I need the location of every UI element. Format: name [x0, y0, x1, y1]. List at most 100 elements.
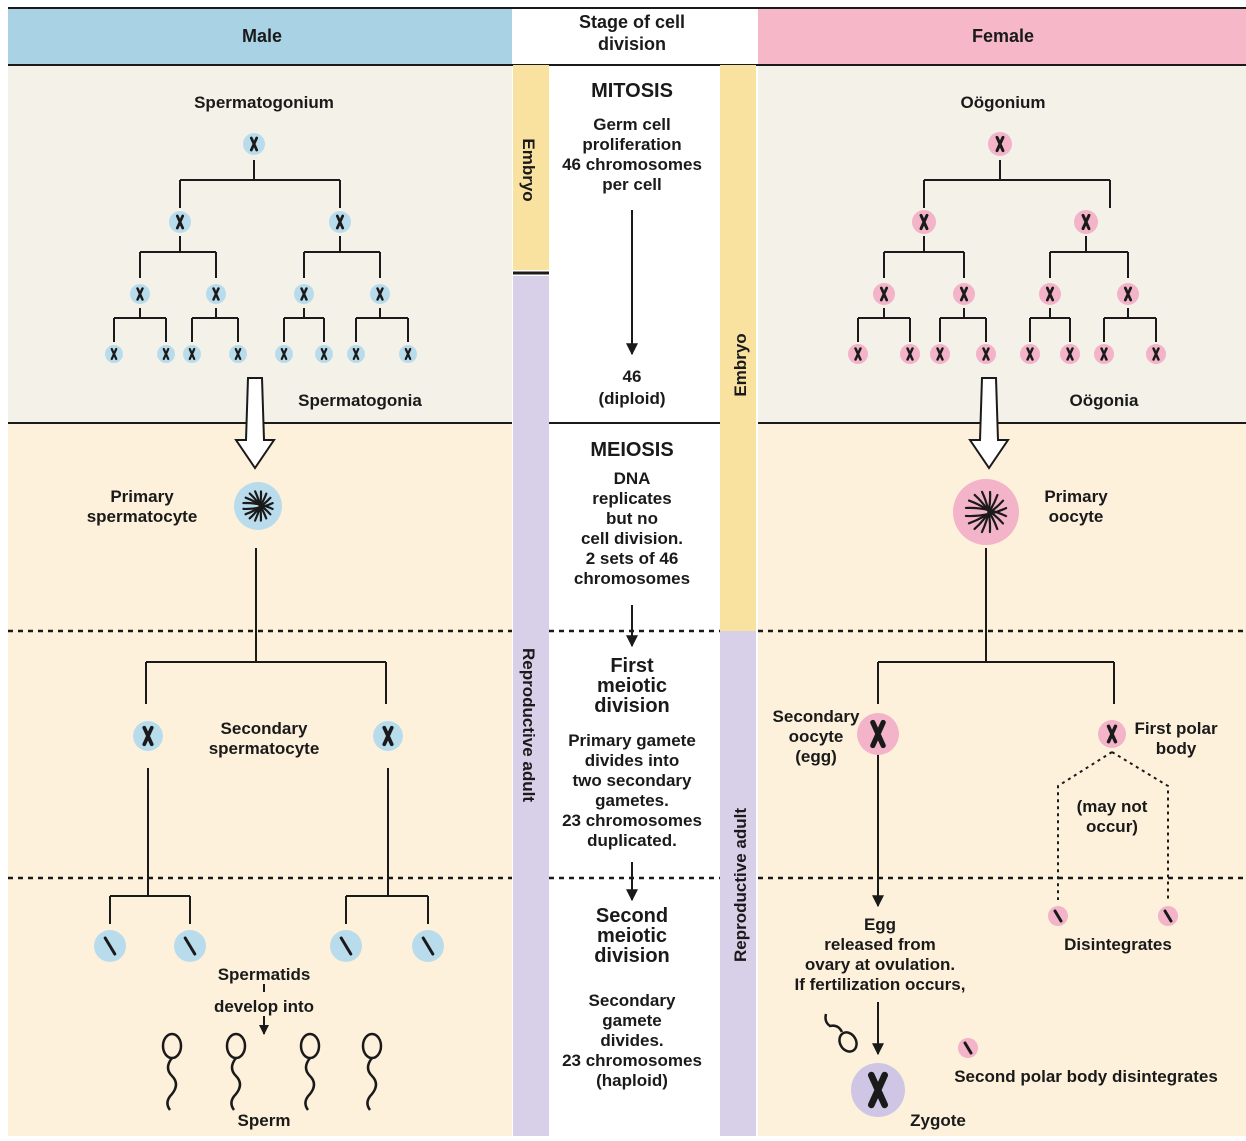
sperm-label: Sperm	[238, 1111, 291, 1130]
primary-oocyte-label-1: Primary	[1044, 487, 1108, 506]
first-div-title-2: meiotic	[597, 675, 667, 697]
repro-band-right	[720, 631, 756, 1136]
chromosome-icon	[959, 286, 969, 302]
sperm-tail-icon	[230, 1057, 242, 1111]
male-lineage	[109, 160, 429, 1035]
meiosis-text-4: cell division.	[581, 529, 683, 548]
spermatogonium-label: Spermatogonium	[194, 93, 334, 112]
spermatids-label: Spermatids	[218, 965, 311, 984]
chromosome-icon	[1163, 909, 1173, 923]
female-header	[758, 8, 1246, 65]
chromosome-icon	[242, 502, 274, 511]
second-div-text-1: Secondary	[589, 991, 676, 1010]
chromosome-icon	[1106, 724, 1118, 744]
embryo-band-left	[513, 65, 549, 270]
chromosome-icon	[1026, 347, 1034, 361]
egg-text-4: If fertilization occurs,	[795, 975, 966, 994]
chromosome-icon	[870, 719, 886, 749]
embryo-label-left: Embryo	[519, 138, 538, 201]
chromosome-icon	[1100, 347, 1108, 361]
embryo-label-right: Embryo	[731, 333, 750, 396]
may-not-occur-label-1: (may not	[1077, 797, 1148, 816]
mitosis-title: MITOSIS	[591, 80, 673, 102]
first-div-text-4: gametes.	[595, 791, 669, 810]
stage-header	[512, 8, 758, 65]
second-div-text-4: 23 chromosomes	[562, 1051, 702, 1070]
primary-spermatocyte-label-1: Primary	[110, 487, 174, 506]
chromosome-icon	[995, 135, 1005, 153]
zygote-label: Zygote	[910, 1111, 966, 1130]
mitosis-text-4: per cell	[602, 175, 662, 194]
first-div-text-2: divides into	[585, 751, 679, 770]
male-header	[8, 8, 512, 65]
meiosis-text-5: 2 sets of 46	[586, 549, 679, 568]
center-column	[512, 65, 758, 1136]
spermatogonia-label: Spermatogonia	[298, 391, 422, 410]
first-div-text-3: two secondary	[572, 771, 692, 790]
male-header-label: Male	[242, 26, 282, 46]
chromosome-icon	[183, 936, 197, 956]
secondary-oocyte-label-3: (egg)	[795, 747, 837, 766]
develop-into-label: develop into	[214, 997, 314, 1016]
chromosome-icon	[320, 347, 328, 361]
stage-header-line1: Stage of cell	[579, 12, 685, 32]
primary-oocyte-cell	[953, 479, 1019, 545]
sperm-tail-icon	[824, 1013, 844, 1033]
sperm-head-icon	[838, 1031, 858, 1053]
repro-label-right: Reproductive adult	[731, 808, 750, 962]
disintegrates-label: Disintegrates	[1064, 935, 1172, 954]
first-div-title-1: First	[610, 655, 654, 677]
mitosis-text-3: 46 chromosomes	[562, 155, 702, 174]
female-lineage	[857, 160, 1169, 1056]
second-div-title-3: division	[594, 945, 670, 967]
second-div-title-2: meiotic	[597, 925, 667, 947]
chromosome-icon	[175, 214, 185, 230]
sperm-tail-icon	[366, 1057, 378, 1111]
secondary-oocyte-label-1: Secondary	[773, 707, 860, 726]
secondary-oocyte-label-2: oocyte	[789, 727, 844, 746]
chromosome-icon	[162, 347, 170, 361]
chromosome-icon	[110, 347, 118, 361]
first-polar-body-label-1: First polar	[1134, 719, 1218, 738]
second-div-text-3: divides.	[600, 1031, 663, 1050]
primary-spermatocyte-cell	[234, 482, 282, 530]
secondary-spermatocyte-label-2: spermatocyte	[209, 739, 320, 758]
diploid-count: 46	[623, 367, 642, 386]
may-not-occur-backdrop	[1064, 794, 1160, 838]
egg-text-2: released from	[824, 935, 936, 954]
chromosome-icon	[963, 1041, 973, 1055]
second-polar-body-label: Second polar body disintegrates	[954, 1067, 1218, 1086]
embryo-band-right	[720, 65, 756, 631]
chromosome-icon	[919, 213, 929, 231]
sperm-tail-icon	[166, 1057, 178, 1111]
egg-text-3: ovary at ovulation.	[805, 955, 955, 974]
repro-band-left	[513, 276, 549, 1136]
may-not-occur-label-2: occur)	[1086, 817, 1138, 836]
chromosome-icon	[280, 347, 288, 361]
chromosome-icon	[906, 347, 914, 361]
chromosome-icon	[188, 347, 196, 361]
mitosis-text-1: Germ cell	[593, 115, 671, 134]
chromosome-icon	[249, 136, 259, 152]
second-div-text-2: gamete	[602, 1011, 662, 1030]
meiosis-text-6: chromosomes	[574, 569, 690, 588]
chromosome-icon	[382, 725, 394, 747]
chromosome-icon	[335, 214, 345, 230]
chromosome-icon	[964, 506, 1008, 518]
chromosome-icon	[1123, 286, 1133, 302]
meiosis-text-1: DNA	[614, 469, 651, 488]
female-hollow-arrow	[968, 377, 1010, 470]
second-div-text-5: (haploid)	[596, 1071, 668, 1090]
first-div-title-3: division	[594, 695, 670, 717]
chromosome-icon	[1045, 286, 1055, 302]
male-hollow-arrow	[234, 377, 276, 470]
chromosome-icon	[867, 1071, 889, 1109]
chromosome-icon	[1081, 213, 1091, 231]
diploid-label: (diploid)	[598, 389, 665, 408]
first-div-text-6: duplicated.	[587, 831, 677, 850]
first-div-text-1: Primary gamete	[568, 731, 696, 750]
chromosome-icon	[234, 347, 242, 361]
female-header-label: Female	[972, 26, 1034, 46]
